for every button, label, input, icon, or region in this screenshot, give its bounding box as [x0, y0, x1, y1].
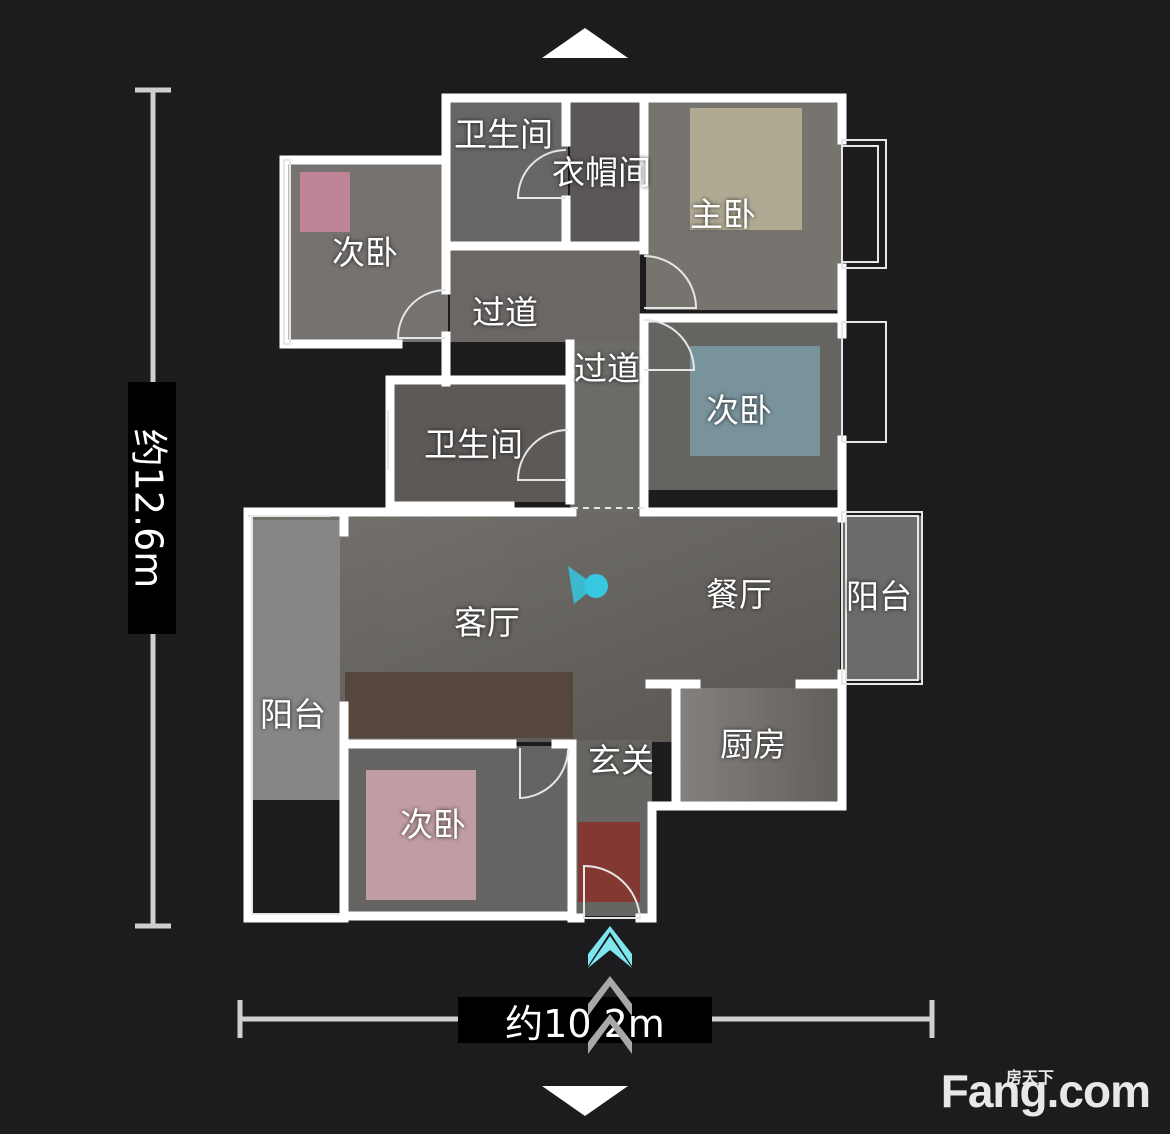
- room-label-bath-top[interactable]: 卫生间: [454, 115, 553, 154]
- room-label-bedroom-bottom[interactable]: 次卧: [400, 805, 466, 844]
- room-label-corridor-2[interactable]: 过道: [574, 349, 640, 388]
- room-label-closet[interactable]: 衣帽间: [552, 153, 651, 192]
- room-label-foyer[interactable]: 玄关: [588, 741, 654, 780]
- room-label-corridor-1[interactable]: 过道: [472, 293, 538, 332]
- height-dimension-label: 约12.6m: [127, 382, 176, 634]
- room-label-bedroom-right[interactable]: 次卧: [706, 391, 772, 430]
- doors: [396, 149, 698, 919]
- viewer-marker: [568, 566, 608, 604]
- room-label-dining-room[interactable]: 餐厅: [706, 575, 772, 614]
- chevron-down-icon[interactable]: [538, 1080, 632, 1120]
- double-chevron-up-icon[interactable]: [586, 926, 634, 1056]
- room-label-balcony-right[interactable]: 阳台: [846, 577, 912, 616]
- window-frames: [248, 139, 923, 915]
- chevron-up-icon[interactable]: [538, 24, 632, 64]
- floor-photos: [248, 100, 922, 916]
- watermark-cn: 房天下: [1006, 1068, 1055, 1087]
- room-label-kitchen[interactable]: 厨房: [720, 725, 786, 764]
- walls: [243, 93, 847, 923]
- watermark-logo: Fang.com: [940, 1065, 1151, 1117]
- room-label-master-bedroom[interactable]: 主卧: [690, 195, 756, 234]
- room-label-living-room[interactable]: 客厅: [454, 603, 520, 642]
- room-label-bath-mid[interactable]: 卫生间: [424, 425, 523, 464]
- width-dimension-label: 约10.2m: [458, 997, 712, 1046]
- room-label-balcony-left[interactable]: 阳台: [260, 695, 326, 734]
- room-label-bedroom-left[interactable]: 次卧: [332, 233, 398, 272]
